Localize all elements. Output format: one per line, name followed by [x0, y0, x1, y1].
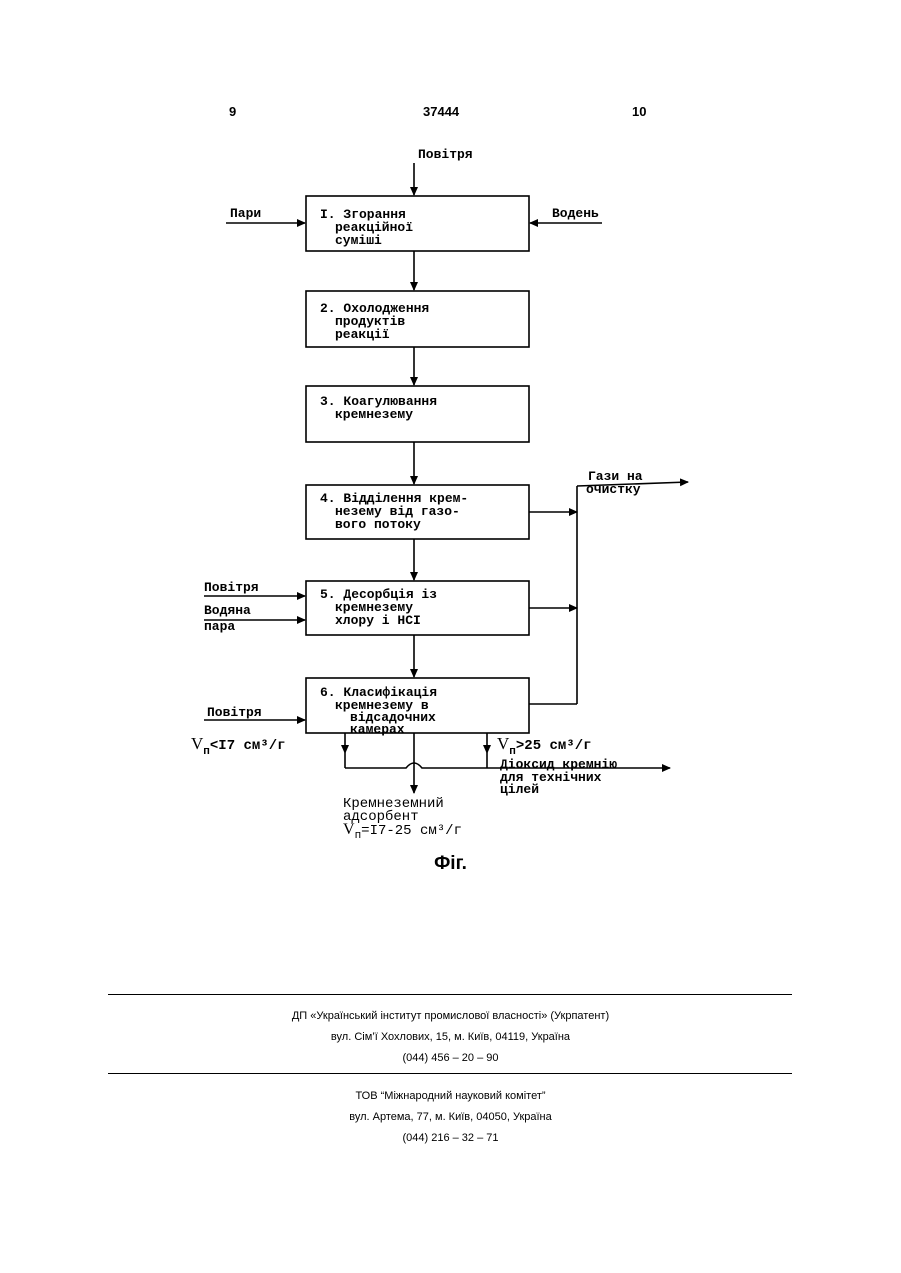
v-mid-subscript: п [355, 830, 362, 842]
v-low-symbol: V [191, 734, 204, 753]
label-air-5: Повітря [204, 580, 259, 595]
v-high-rest: >25 см³/г [516, 738, 592, 754]
label-v-low: Vп<I7 см³/г [191, 734, 286, 758]
v-mid-symbol: V [343, 821, 355, 838]
label-vapors: Пари [230, 206, 261, 221]
box-1-line-3: суміші [335, 233, 382, 248]
label-v-high: Vп>25 см³/г [497, 734, 592, 758]
box-3-line-2: кремнезему [335, 407, 413, 422]
label-hydrogen: Водень [552, 206, 599, 221]
label-steam-1: Водяна [204, 603, 251, 618]
footer-org1-name: ДП «Український інститут промислової вла… [0, 1010, 901, 1022]
footer-divider-middle [108, 1073, 792, 1074]
v-mid-rest: =I7-25 см³/г [361, 823, 462, 839]
box-4-line-3: вого потоку [335, 517, 421, 532]
figure-caption: Фіг. [0, 853, 901, 875]
label-steam-2: пара [204, 619, 235, 634]
footer-org1-address: вул. Сім’ї Хохлових, 15, м. Київ, 04119,… [0, 1031, 901, 1043]
box-2-line-3: реакції [335, 327, 390, 342]
process-flow-diagram: I. Згорання реакційної суміші 2. Охолодж… [0, 0, 901, 900]
footer-divider-top [108, 994, 792, 995]
box-5-line-3: хлору і HCI [335, 613, 421, 628]
v-low-subscript: п [203, 746, 210, 758]
label-gases-2: очистку [586, 482, 641, 497]
footer-org1-phone: (044) 456 – 20 – 90 [0, 1052, 901, 1064]
label-dioxide-3: цілей [500, 782, 539, 797]
label-air-6: Повітря [207, 705, 262, 720]
v-high-symbol: V [497, 734, 510, 753]
box-6-line-4: камерах [350, 722, 405, 737]
v-low-rest: <I7 см³/г [210, 738, 286, 754]
footer-org2-phone: (044) 216 – 32 – 71 [0, 1132, 901, 1144]
label-v-mid: Vп=I7-25 см³/г [343, 821, 462, 842]
merge-line-bottom [345, 763, 487, 768]
label-air-top: Повітря [418, 147, 473, 162]
footer-org2-address: вул. Артема, 77, м. Київ, 04050, Україна [0, 1111, 901, 1123]
footer-org2-name: ТОВ “Міжнародний науковий комітет” [0, 1090, 901, 1102]
